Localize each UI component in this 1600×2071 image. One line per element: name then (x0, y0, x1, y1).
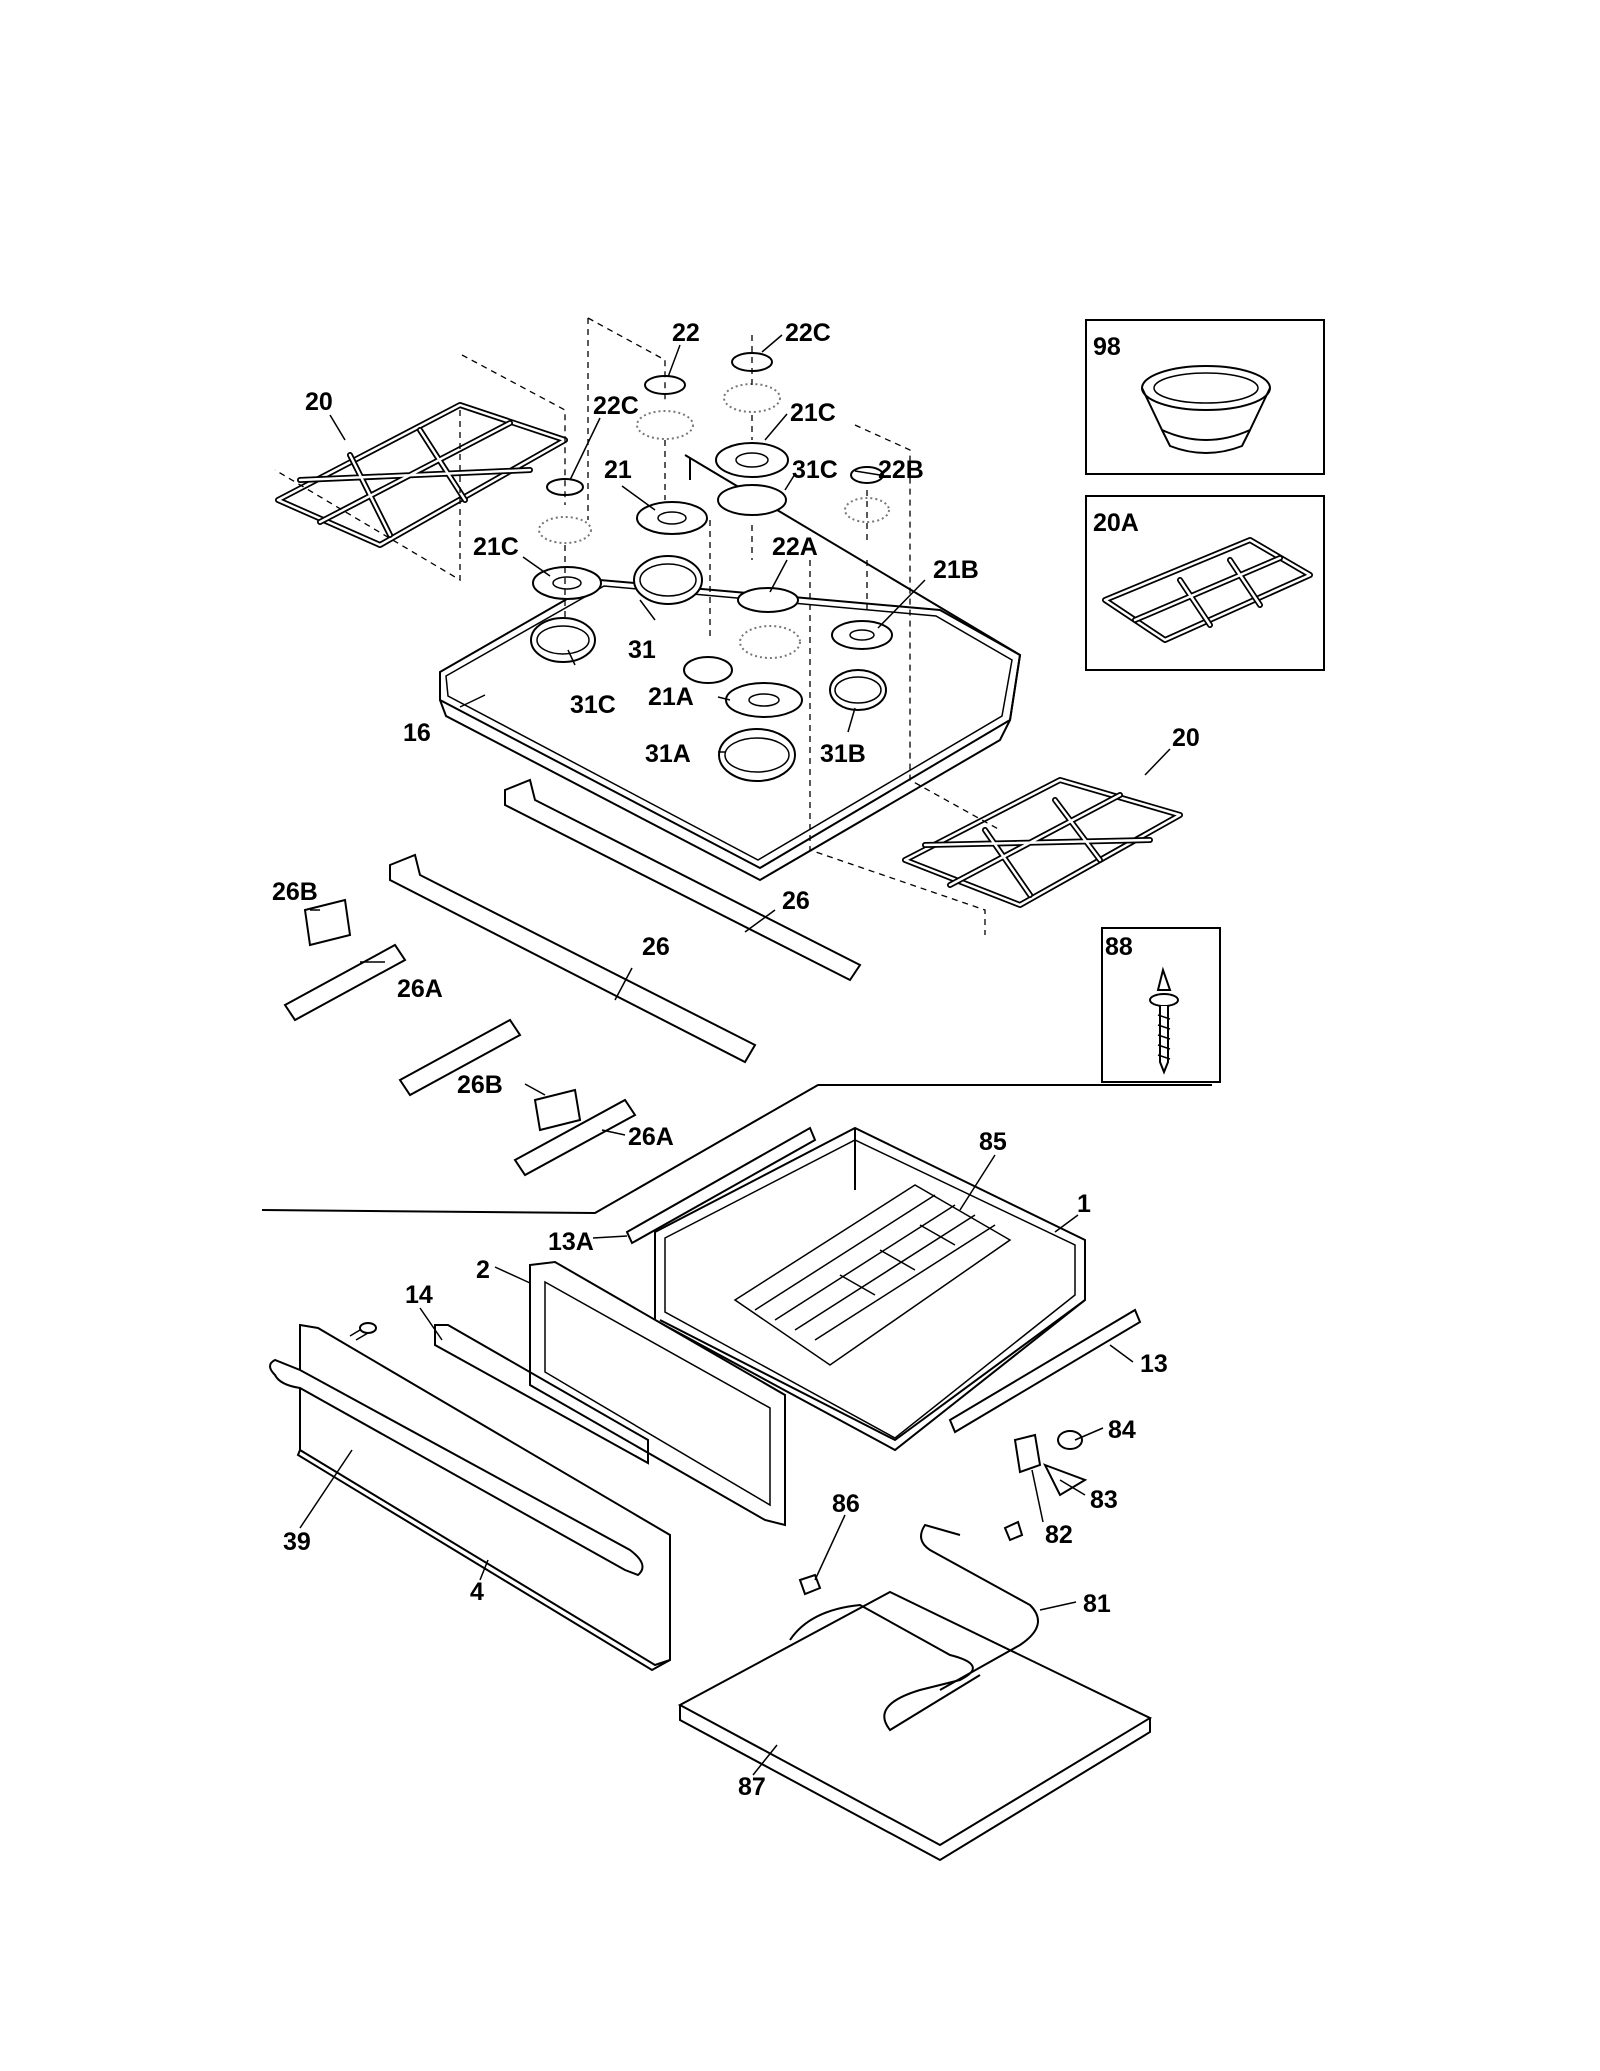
rails-26 (389, 778, 862, 1064)
label-22a: 22A (772, 533, 818, 561)
thermostat-84-83-82 (1013, 1430, 1088, 1497)
label-82: 82 (1045, 1521, 1073, 1549)
part-labels: 22 22C 20 22C 21C 21 31C 22B 21C 22A 21B… (272, 319, 1200, 1801)
label-84: 84 (1108, 1416, 1136, 1444)
inset-88 (1101, 927, 1221, 1083)
label-26-right: 26 (782, 887, 810, 915)
inset-20a (1085, 495, 1325, 671)
dashed-guides (274, 317, 1001, 935)
label-98: 98 (1093, 333, 1121, 361)
label-83: 83 (1090, 1486, 1118, 1514)
label-26b-bottom: 26B (457, 1071, 503, 1099)
label-31c-left: 31C (570, 691, 616, 719)
label-22b: 22B (878, 456, 924, 484)
label-39: 39 (283, 1528, 311, 1556)
label-13: 13 (1140, 1350, 1168, 1378)
label-20a: 20A (1093, 509, 1139, 537)
label-26a-top: 26A (397, 975, 443, 1003)
label-88: 88 (1105, 933, 1133, 961)
heating-element-81 (789, 1523, 1039, 1732)
label-85: 85 (979, 1128, 1007, 1156)
label-13a: 13A (548, 1228, 594, 1256)
section-divider (261, 1084, 1212, 1215)
label-31c-top: 31C (792, 456, 838, 484)
label-20-right: 20 (1172, 724, 1200, 752)
rack-85 (733, 1184, 1012, 1366)
label-26-left: 26 (642, 933, 670, 961)
label-16: 16 (403, 719, 431, 747)
grate-20-left (275, 402, 568, 548)
slides-13 (625, 1126, 1142, 1434)
leader-lines (299, 334, 1171, 1776)
brackets-26a-26b (283, 898, 637, 1177)
label-87: 87 (738, 1773, 766, 1801)
label-4: 4 (470, 1578, 484, 1606)
inset-98 (1085, 319, 1325, 475)
label-2: 2 (476, 1256, 490, 1284)
label-21b: 21B (933, 556, 979, 584)
label-14: 14 (405, 1281, 433, 1309)
burner-parts (530, 352, 893, 782)
grate-20-right (902, 777, 1183, 908)
label-21a: 21A (648, 683, 694, 711)
panel-14 (434, 1324, 649, 1465)
label-22-top: 22 (672, 319, 700, 347)
label-26a-bottom: 26A (628, 1123, 674, 1151)
label-31: 31 (628, 636, 656, 664)
label-26b-top: 26B (272, 878, 318, 906)
drawer-bottom-87 (677, 1590, 1153, 1862)
label-21c-right: 21C (790, 399, 836, 427)
label-31b: 31B (820, 740, 866, 768)
label-81: 81 (1083, 1590, 1111, 1618)
label-22c-left: 22C (593, 392, 639, 420)
drawer-front-4 (269, 1323, 671, 1672)
label-21: 21 (604, 456, 632, 484)
label-21c-left: 21C (473, 533, 519, 561)
label-31a: 31A (645, 740, 691, 768)
label-86: 86 (832, 1490, 860, 1518)
label-1: 1 (1077, 1190, 1091, 1218)
drawer-frame-2 (529, 1260, 786, 1527)
screw (349, 1322, 377, 1341)
label-22c-top: 22C (785, 319, 831, 347)
label-20-left: 20 (305, 388, 333, 416)
